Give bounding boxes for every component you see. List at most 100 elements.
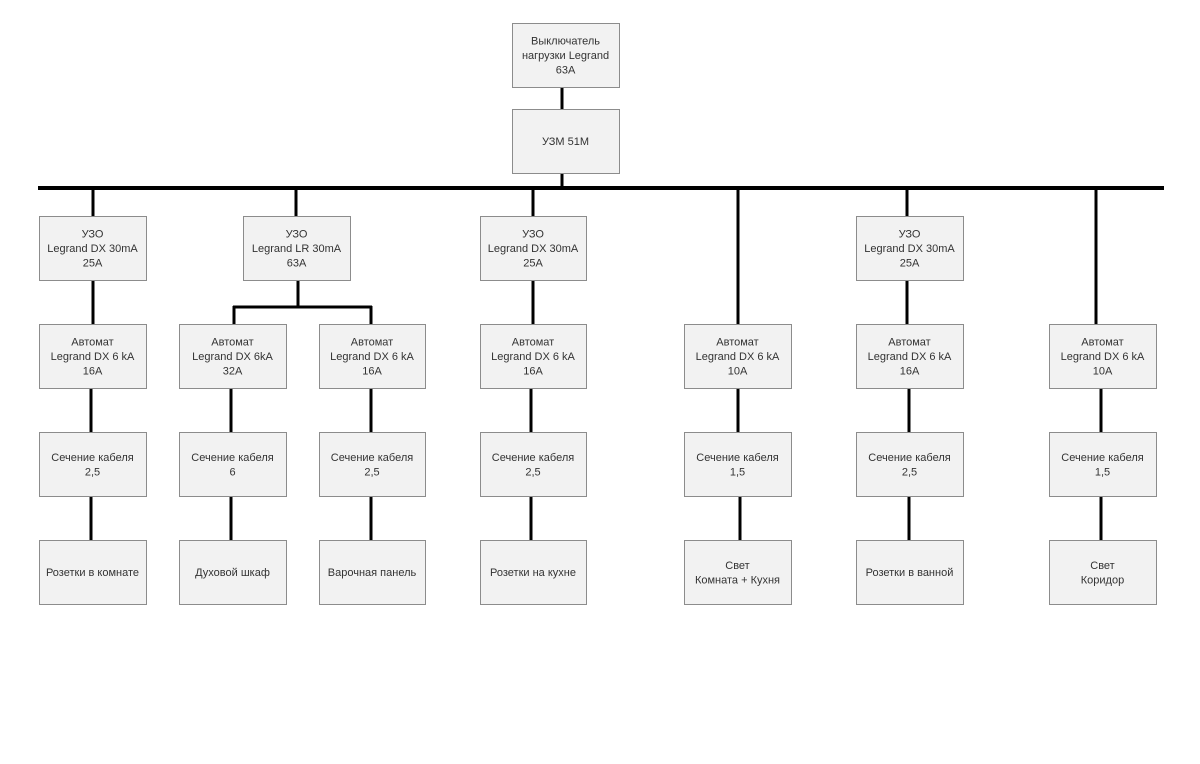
node-box (319, 540, 426, 605)
node-label-line: 1,5 (730, 466, 745, 478)
node-box (243, 216, 351, 281)
node-cable-2: Сечение кабеля 6 (179, 432, 287, 497)
node-label-line: 25А (523, 258, 543, 270)
node-rcd-3: УЗО Legrand DX 30mA 25А (480, 216, 587, 281)
node-label-line: нагрузки Legrand (522, 50, 609, 62)
node-label-line: Автомат (71, 337, 113, 349)
node-label-line: Legrand DX 6kA (192, 351, 273, 363)
node-box (480, 540, 587, 605)
node-label-line: Legrand DX 30mA (47, 243, 138, 255)
node-label-line: Автомат (1081, 337, 1123, 349)
node-box (319, 432, 426, 497)
node-label-line: Свет (725, 560, 749, 572)
node-load-6: Розетки в ванной (856, 540, 964, 605)
node-box (39, 540, 147, 605)
node-box (1049, 432, 1157, 497)
node-box (684, 432, 792, 497)
node-label-line: Варочная панель (328, 567, 417, 579)
node-label-line: Legrand LR 30mA (252, 243, 342, 255)
node-box (179, 324, 287, 389)
node-load-1: Розетки в комнате (39, 540, 147, 605)
node-label-line: Автомат (211, 337, 253, 349)
node-cable-5: Сечение кабеля 1,5 (684, 432, 792, 497)
node-label-line: Сечение кабеля (1061, 452, 1143, 464)
node-label-line: 25А (83, 258, 103, 270)
node-box (684, 540, 792, 605)
node-label-line: Свет (1090, 560, 1114, 572)
node-label-line: Автомат (716, 337, 758, 349)
node-label-line: Сечение кабеля (51, 452, 133, 464)
node-rcd-2: УЗО Legrand LR 30mA 63А (243, 216, 351, 281)
node-label-line: 16А (523, 366, 543, 378)
node-main-switch: Выключатель нагрузки Legrand 63А (512, 23, 620, 88)
node-label-line: Выключатель (531, 36, 600, 48)
node-label-line: 16А (362, 366, 382, 378)
node-cable-3: Сечение кабеля 2,5 (319, 432, 426, 497)
node-label-line: Legrand DX 6 kA (51, 351, 135, 363)
node-box (856, 216, 964, 281)
node-label-line: Сечение кабеля (331, 452, 413, 464)
node-box (480, 216, 587, 281)
node-label-line: УЗО (522, 229, 544, 241)
node-label-line: Сечение кабеля (696, 452, 778, 464)
node-load-2: Духовой шкаф (179, 540, 287, 605)
node-label-line: 10А (1093, 366, 1113, 378)
node-label-line: Розетки в ванной (866, 567, 954, 579)
node-label-line: 63А (556, 65, 576, 77)
node-label-line: 2,5 (902, 466, 917, 478)
node-box (1049, 324, 1157, 389)
node-label-line: Автомат (351, 337, 393, 349)
node-label-line: 1,5 (1095, 466, 1110, 478)
node-label-line: Legrand DX 6 kA (868, 351, 952, 363)
node-box (856, 324, 964, 389)
node-box (512, 109, 620, 174)
node-label-line: Автомат (888, 337, 930, 349)
node-label-line: 6 (229, 466, 235, 478)
node-box (39, 432, 147, 497)
node-label-line: 63А (287, 258, 307, 270)
node-label-line: Автомат (512, 337, 554, 349)
node-box (856, 432, 964, 497)
node-box (179, 540, 287, 605)
node-label-line: Legrand DX 6 kA (696, 351, 780, 363)
node-label-line: 10А (728, 366, 748, 378)
node-label-line: Розетки на кухне (490, 567, 576, 579)
node-label-line: Сечение кабеля (492, 452, 574, 464)
node-label-line: Розетки в комнате (46, 567, 139, 579)
node-label-line: 2,5 (85, 466, 100, 478)
node-label-line: 2,5 (364, 466, 379, 478)
node-box (179, 432, 287, 497)
node-box (39, 324, 147, 389)
node-cable-4: Сечение кабеля 2,5 (480, 432, 587, 497)
node-box (856, 540, 964, 605)
node-label-line: Legrand DX 30mA (488, 243, 579, 255)
node-label-line: Legrand DX 6 kA (1061, 351, 1145, 363)
nodes: Выключатель нагрузки Legrand 63А УЗМ 51М УЗО… (39, 23, 1157, 605)
node-label-line: УЗО (899, 229, 921, 241)
node-label-line: 2,5 (525, 466, 540, 478)
node-label-line: Legrand DX 6 kA (491, 351, 575, 363)
node-label-line: 16А (83, 366, 103, 378)
node-label-line: УЗМ 51М (542, 136, 589, 148)
node-label-line: Комната + Кухня (695, 574, 780, 586)
node-label-line: Сечение кабеля (191, 452, 273, 464)
node-box (512, 23, 620, 88)
node-label-line: Духовой шкаф (195, 567, 270, 579)
wires (38, 87, 1164, 540)
node-cable-1: Сечение кабеля 2,5 (39, 432, 147, 497)
node-label-line: Legrand DX 6 kA (330, 351, 414, 363)
node-label-line: Коридор (1081, 574, 1124, 586)
node-box (480, 432, 587, 497)
node-label-line: УЗО (286, 229, 308, 241)
